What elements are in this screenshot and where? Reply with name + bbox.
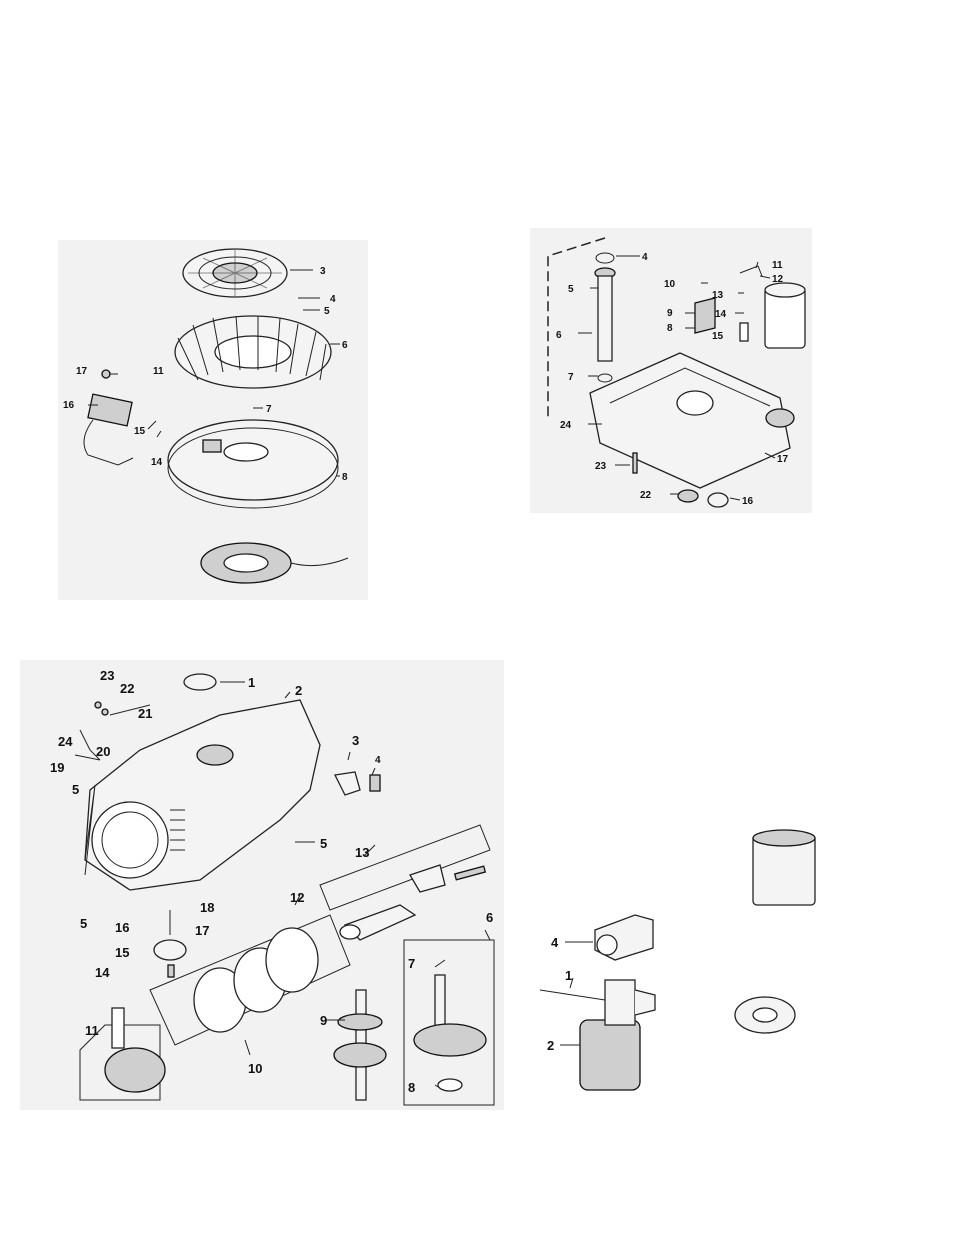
- label-10: 10: [664, 279, 676, 290]
- label-16: 16: [115, 920, 129, 935]
- label-9: 9: [320, 1013, 327, 1028]
- label-9: 9: [667, 308, 673, 319]
- label-3: 3: [320, 266, 326, 277]
- label-6: 6: [342, 340, 348, 351]
- label-4: 4: [551, 935, 559, 950]
- cooling-fan: [175, 316, 331, 388]
- label-24: 24: [58, 734, 73, 749]
- label-7: 7: [408, 956, 415, 971]
- label-5c: 5: [80, 916, 87, 931]
- label-14: 14: [151, 457, 163, 468]
- label-8: 8: [342, 472, 348, 483]
- label-5: 5: [324, 306, 330, 317]
- label-5b: 5: [320, 836, 327, 851]
- label-8: 8: [408, 1080, 415, 1095]
- label-5a: 5: [72, 782, 79, 797]
- label-16: 16: [63, 400, 75, 411]
- label-1: 1: [248, 675, 255, 690]
- label-15: 15: [712, 331, 724, 342]
- label-15: 15: [115, 945, 129, 960]
- starter-panel: 1 2 4: [535, 820, 835, 1100]
- label-2: 2: [547, 1038, 554, 1053]
- label-11: 11: [772, 260, 783, 271]
- label-4: 4: [642, 252, 648, 263]
- starter-drive-housing: [753, 830, 815, 905]
- flywheel-panel: 3 4 5 6 7 8 11 14 15 16 17: [58, 240, 368, 600]
- label-14: 14: [95, 965, 110, 980]
- label-17: 17: [777, 454, 789, 465]
- label-7: 7: [568, 372, 574, 383]
- label-23: 23: [595, 461, 607, 472]
- label-2: 2: [295, 683, 302, 698]
- label-15: 15: [134, 426, 146, 437]
- label-13: 13: [355, 845, 369, 860]
- label-20: 20: [96, 744, 110, 759]
- label-1: 1: [565, 968, 572, 983]
- oil-filter: [765, 283, 805, 348]
- label-6: 6: [556, 330, 562, 341]
- label-11: 11: [85, 1023, 99, 1038]
- label-6: 6: [486, 910, 493, 925]
- label-16: 16: [742, 496, 754, 507]
- label-22: 22: [640, 490, 652, 501]
- fitting: [370, 775, 380, 791]
- label-14: 14: [715, 309, 727, 320]
- label-23: 23: [100, 668, 114, 683]
- label-12: 12: [290, 890, 304, 905]
- grass-screen: [183, 249, 287, 297]
- label-7: 7: [266, 404, 272, 415]
- label-8: 8: [667, 323, 673, 334]
- label-21: 21: [138, 706, 152, 721]
- bushing: [184, 674, 216, 690]
- label-10: 10: [248, 1061, 262, 1076]
- label-13: 13: [712, 290, 724, 301]
- label-11: 11: [153, 366, 164, 377]
- label-24: 24: [560, 420, 572, 431]
- label-12: 12: [772, 274, 784, 285]
- oil-pan-panel: 4 5 6 7 8 9 10 11 12 13 14 15 16 17 22 2…: [530, 228, 812, 513]
- label-3: 3: [352, 733, 359, 748]
- label-17: 17: [76, 366, 88, 377]
- label-19: 19: [50, 760, 64, 775]
- bearing: [708, 493, 728, 507]
- label-22: 22: [120, 681, 134, 696]
- label-5: 5: [568, 284, 574, 295]
- crankcase-panel: 1 2 3 4 5 5 5 6 7 8 9 10 11 12 13 14 15 …: [20, 660, 504, 1110]
- label-4: 4: [375, 755, 381, 766]
- label-18: 18: [200, 900, 214, 915]
- label-17: 17: [195, 923, 209, 938]
- label-4: 4: [330, 294, 336, 305]
- oil-seal: [678, 490, 698, 502]
- brush-holder: [735, 997, 795, 1033]
